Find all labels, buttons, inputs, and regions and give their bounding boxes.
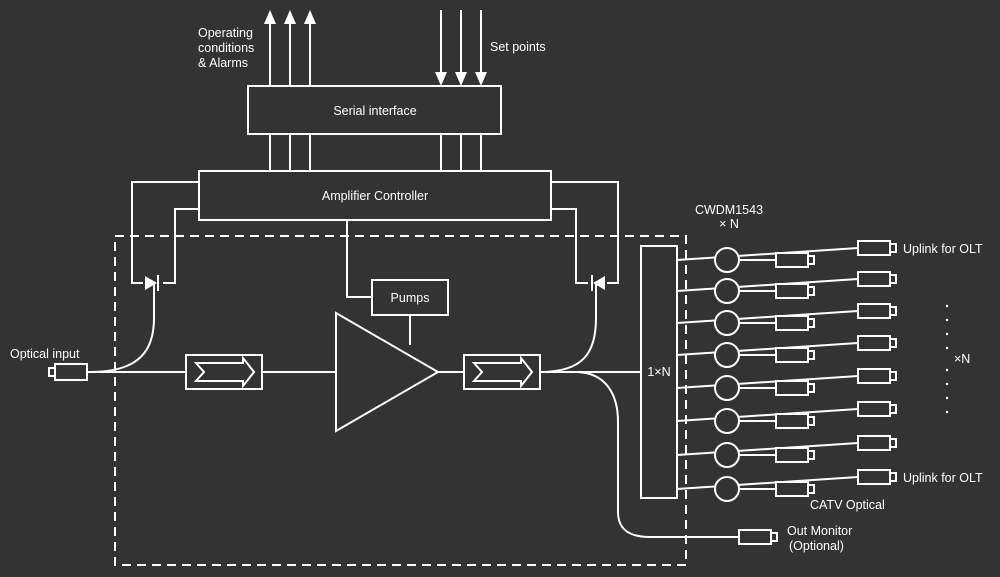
pumps-label: Pumps — [391, 291, 430, 305]
input-arrows — [435, 10, 487, 86]
output-branch — [676, 247, 859, 273]
out-monitor-label-line2: (Optional) — [789, 539, 844, 553]
splitter-label: 1×N — [647, 365, 670, 379]
arrow-down-icon — [435, 72, 447, 86]
catv-optical-label: CATV Optical — [810, 498, 885, 512]
photodiode-icon — [591, 275, 605, 291]
output-branch — [676, 278, 859, 304]
amplifier-module-boundary — [114, 235, 687, 566]
wdm-coupler-icon — [714, 310, 740, 336]
wdm-coupler-icon — [714, 408, 740, 434]
fiber-connector-icon — [775, 447, 809, 463]
splitter-box — [640, 245, 678, 499]
fiber-connector-icon — [48, 363, 88, 381]
amplifier-triangle-icon — [335, 311, 440, 433]
fiber-connector-icon — [775, 413, 809, 429]
isolator-icon — [185, 354, 263, 390]
serial-interface-label: Serial interface — [333, 104, 416, 118]
pumps-box — [371, 279, 449, 316]
fiber-connector-icon — [857, 271, 897, 287]
arrow-up-icon — [264, 10, 276, 24]
serial-interface-box — [247, 85, 502, 135]
operating-label-line3: & Alarms — [198, 56, 248, 70]
wdm-coupler-icon — [714, 476, 740, 502]
uplink-connectors — [857, 240, 897, 485]
output-branch — [676, 408, 859, 434]
fiber-connector-icon — [857, 401, 897, 417]
wdm-coupler-icon — [714, 342, 740, 368]
output-branch — [676, 375, 859, 401]
fiber-connector-icon — [857, 435, 897, 451]
fiber-connector-icon — [857, 303, 897, 319]
arrow-down-icon — [475, 72, 487, 86]
fiber-connector-icon — [775, 347, 809, 363]
output-arrows — [264, 10, 316, 86]
output-branches — [676, 247, 859, 502]
output-monitor-wiring — [539, 181, 619, 373]
uplink-top-label: Uplink for OLT — [903, 242, 983, 256]
wdm-coupler-icon — [714, 375, 740, 401]
optical-input-label: Optical input — [10, 347, 80, 361]
fiber-connector-icon — [775, 283, 809, 299]
cwdm-label-line2: × N — [719, 217, 739, 231]
interface-bus — [269, 134, 482, 171]
wdm-coupler-icon — [714, 278, 740, 304]
isolator-icon — [463, 354, 541, 390]
fiber-connector-icon — [738, 529, 778, 545]
fiber-connector-icon — [775, 315, 809, 331]
times-n-label: ×N — [954, 352, 970, 366]
arrow-up-icon — [284, 10, 296, 24]
out-monitor-fiber — [574, 371, 739, 538]
out-monitor-label-line1: Out Monitor — [787, 524, 852, 538]
output-branch — [676, 442, 859, 468]
arrow-up-icon — [304, 10, 316, 24]
fiber-connector-icon — [857, 240, 897, 256]
amplifier-controller-label: Amplifier Controller — [322, 189, 428, 203]
fiber-connector-icon — [775, 481, 809, 497]
output-branch — [676, 342, 859, 368]
arrow-down-icon — [455, 72, 467, 86]
operating-label-line1: Operating — [198, 26, 253, 40]
ellipsis-dots — [945, 304, 949, 414]
uplink-bottom-label: Uplink for OLT — [903, 471, 983, 485]
output-branch — [676, 476, 859, 502]
wdm-coupler-icon — [714, 442, 740, 468]
fiber-connector-icon — [857, 469, 897, 485]
photodiode-icon — [145, 275, 159, 291]
cwdm-label-line1: CWDM1543 — [695, 203, 763, 217]
fiber-connector-icon — [857, 335, 897, 351]
set-points-label: Set points — [490, 40, 546, 54]
fiber-connector-icon — [857, 368, 897, 384]
wdm-coupler-icon — [714, 247, 740, 273]
fiber-connector-icon — [775, 380, 809, 396]
output-branch — [676, 310, 859, 336]
controller-to-pumps-line — [346, 220, 372, 298]
operating-label-line2: conditions — [198, 41, 254, 55]
input-monitor-wiring — [89, 181, 199, 373]
fiber-connector-icon — [775, 252, 809, 268]
amplifier-controller-box — [198, 170, 552, 221]
